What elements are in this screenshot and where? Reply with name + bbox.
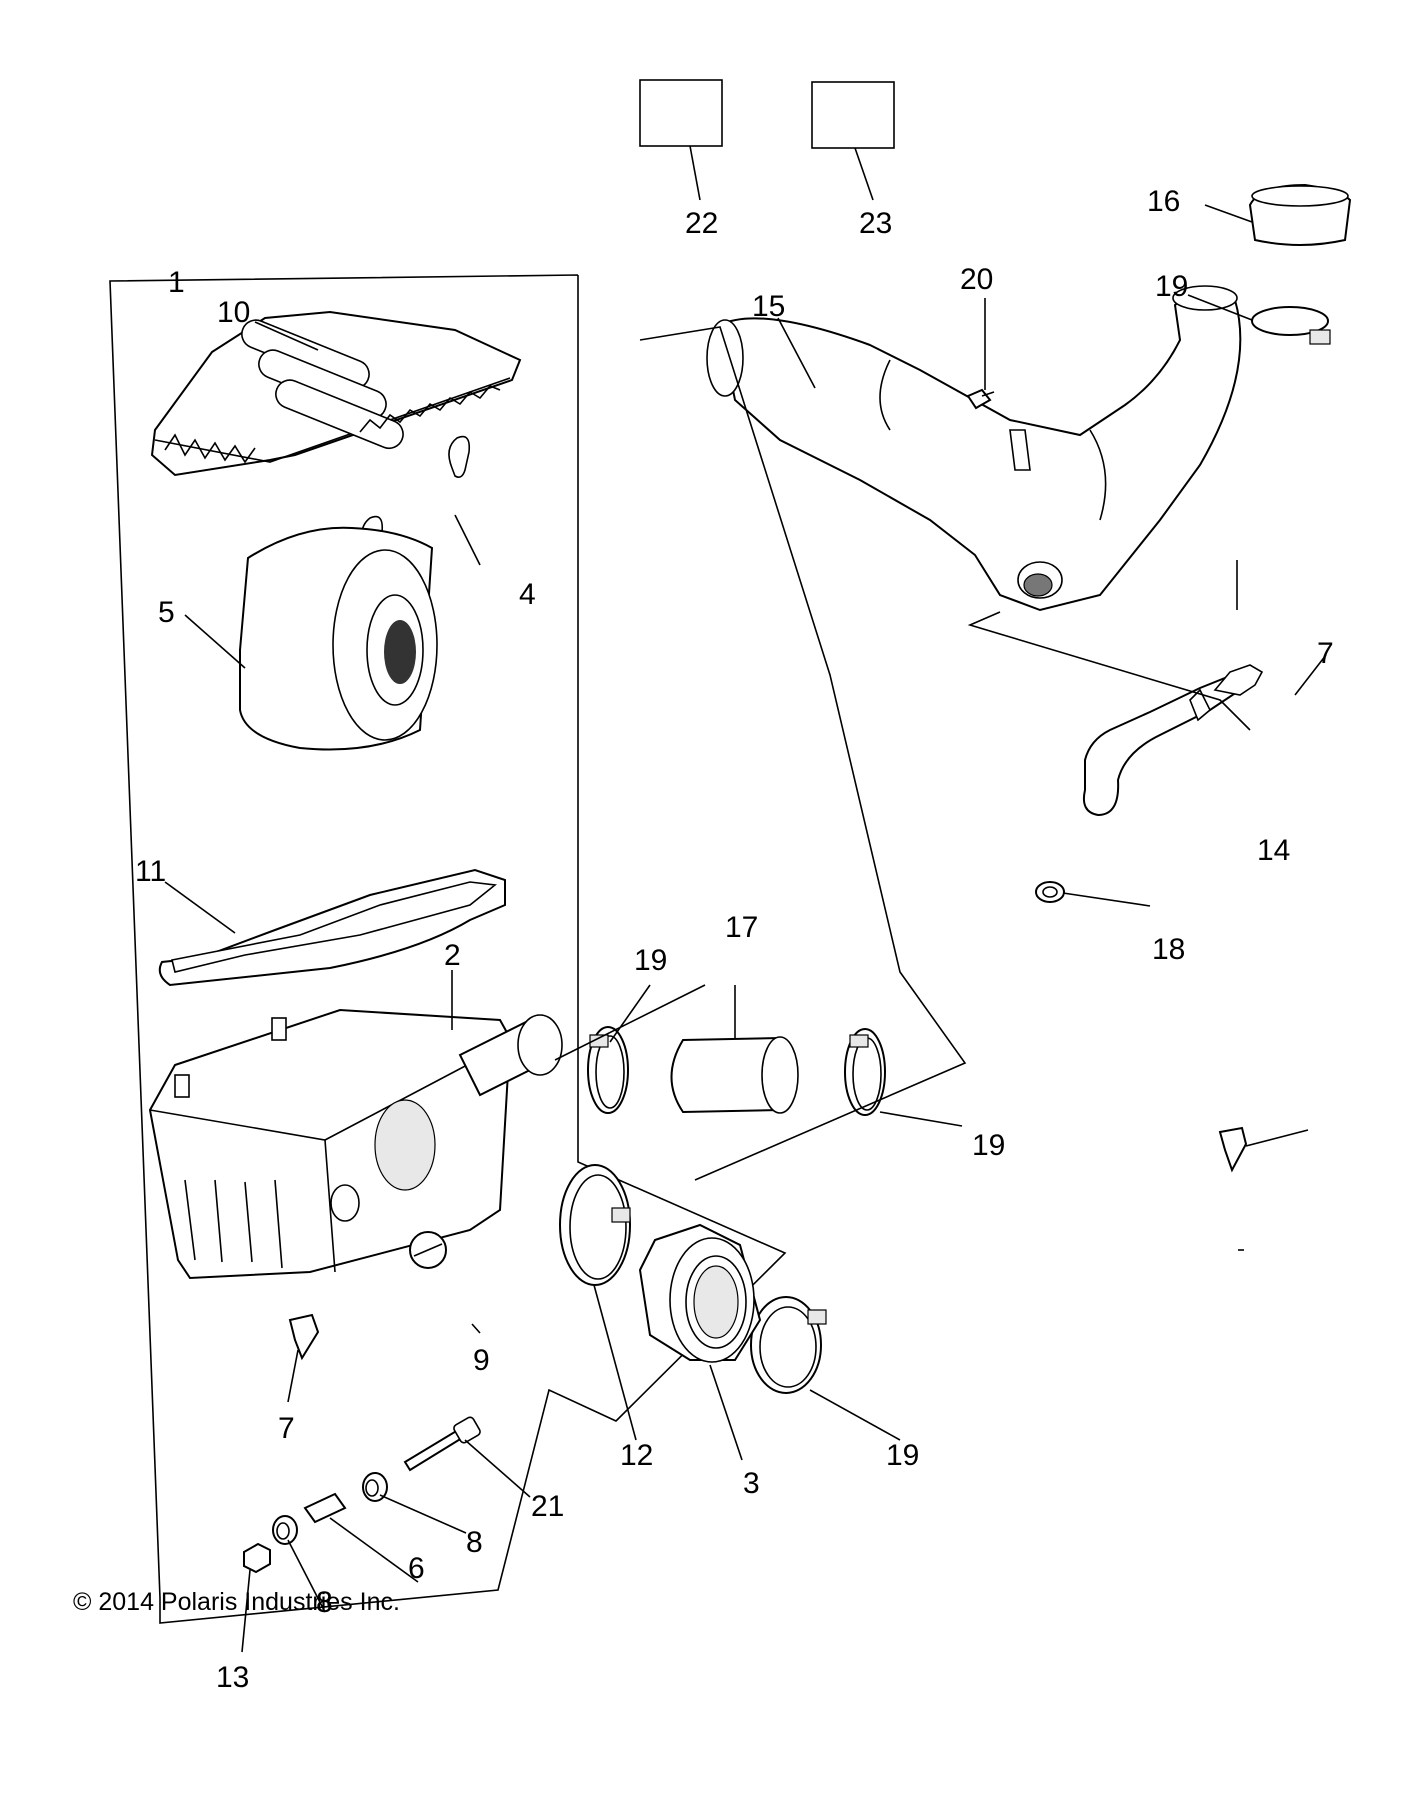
callout-9: 9: [473, 1344, 490, 1377]
callout-8b: 8: [316, 1586, 333, 1619]
callout-20: 20: [960, 263, 993, 296]
callout-22: 22: [685, 207, 718, 240]
bolt: [966, 388, 995, 410]
callout-23: 23: [859, 207, 892, 240]
callout-14: 14: [1257, 834, 1290, 867]
airbox-cover: [150, 310, 522, 477]
callout-19d: 19: [1155, 270, 1188, 303]
callout-18: 18: [1152, 933, 1185, 966]
callout-7a: 7: [278, 1412, 295, 1445]
callout-5: 5: [158, 596, 175, 629]
leader-lines: [164, 145, 1327, 1653]
push-rivet: [288, 1126, 1248, 1361]
callout-1: 1: [168, 266, 185, 299]
callout-13: 13: [216, 1661, 249, 1694]
hose-clamps: [559, 306, 1331, 1394]
sleeve: [1248, 183, 1352, 246]
airbox-base: [148, 1008, 563, 1280]
label-box-23: [811, 81, 895, 149]
air-filter: [239, 526, 438, 751]
callout-4: 4: [519, 578, 536, 611]
callout-19c: 19: [886, 1439, 919, 1472]
intake-duct: [706, 285, 1242, 612]
callout-17: 17: [725, 911, 758, 944]
breather-hose: [1082, 664, 1264, 817]
callout-21: 21: [531, 1490, 564, 1523]
callout-16: 16: [1147, 185, 1180, 218]
callout-10: 10: [217, 296, 250, 329]
plug: [409, 1231, 447, 1269]
callout-2: 2: [444, 939, 461, 972]
intake-boot: [638, 1223, 762, 1363]
copyright-notice: © 2014 Polaris Industries Inc.: [73, 1588, 400, 1616]
label-box-22: [639, 79, 723, 147]
callout-8a: 8: [466, 1526, 483, 1559]
callout-7b: 7: [1317, 637, 1334, 670]
callout-12: 12: [620, 1439, 653, 1472]
callout-15: 15: [752, 290, 785, 323]
callout-6: 6: [408, 1552, 425, 1585]
assembly-1-outline: [109, 274, 787, 1624]
callout-3: 3: [743, 1467, 760, 1500]
callout-19a: 19: [634, 944, 667, 977]
callout-19b: 19: [972, 1129, 1005, 1162]
coupler-tube: [670, 1036, 799, 1114]
gasket: [158, 868, 506, 987]
hardware: [243, 1416, 481, 1574]
callout-labels: 1 2 3 4 5 6 7 7 8 8 9 10 11 12 13 14 15 …: [135, 185, 1334, 1694]
small-clip: [1035, 881, 1065, 903]
callout-11: 11: [135, 855, 166, 888]
